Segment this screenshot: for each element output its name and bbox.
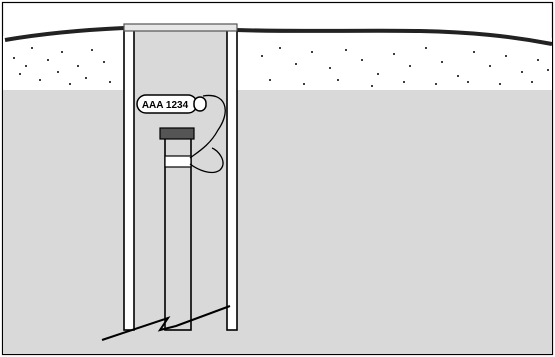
ground-surface-line — [4, 25, 553, 46]
tag-label: AAA 1234 — [142, 100, 189, 111]
casing-pipe — [164, 137, 192, 331]
pipe-clamp — [164, 155, 192, 168]
break-line — [101, 305, 231, 341]
tag-wire-loop — [189, 147, 224, 174]
casing-cap — [159, 127, 195, 140]
tag-wire — [189, 94, 226, 159]
soil-layer — [3, 36, 552, 90]
ground-fill — [3, 90, 552, 354]
well-cover — [123, 23, 238, 32]
id-tag-icon: AAA 1234 — [136, 94, 207, 114]
soil-dots — [13, 47, 549, 87]
